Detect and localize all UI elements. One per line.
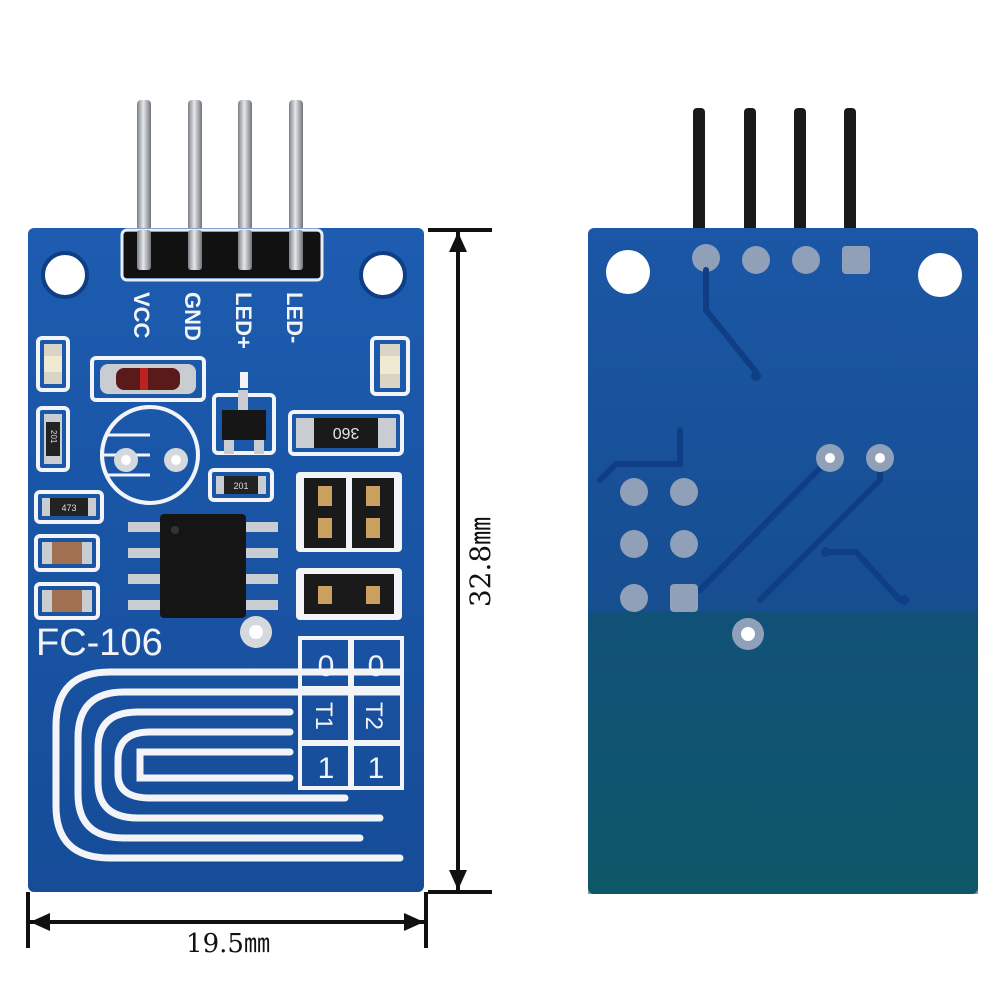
resistor-201-left-label: 201 (49, 430, 58, 444)
resistor-201-left (36, 406, 70, 472)
jumper-t1-one: 1 (318, 752, 335, 785)
resistor-360 (288, 410, 404, 456)
jumper-t1-zero: 0 (318, 650, 335, 683)
resistor-201-mid (208, 468, 274, 502)
dimension-height: 32.8㎜ (428, 228, 497, 894)
resistor-473 (34, 490, 104, 524)
mount-hole-front-left (41, 251, 89, 299)
model-label: FC-106 (36, 622, 163, 664)
jumper-t1-label: T1 (310, 702, 337, 730)
sensor-circle (100, 405, 200, 505)
mount-hole-back-left (606, 250, 650, 294)
ic-soic8 (128, 514, 278, 618)
header-pins-front (137, 100, 303, 260)
resistor-360-label: 360 (333, 424, 360, 441)
pin-label-vcc: VCC (129, 292, 154, 339)
dimension-width: 19.5㎜ (26, 892, 428, 959)
resistor-473-label: 473 (61, 503, 76, 513)
mount-hole-front-right (359, 251, 407, 299)
front-board: VCC GND LED+ LED- 201 (28, 100, 424, 892)
mount-hole-back-right (918, 253, 962, 297)
dimension-width-label: 19.5㎜ (186, 929, 270, 959)
pin-label-gnd: GND (180, 292, 205, 341)
back-header-pads (692, 244, 870, 274)
header-pins-back (693, 108, 856, 248)
pin-header-housing (122, 232, 322, 278)
jumper-label-grid (298, 636, 404, 790)
jumper-t2-one: 1 (368, 752, 385, 785)
touch-pad-pattern (52, 668, 404, 862)
pin-label-led-plus: LED+ (231, 292, 256, 349)
pin-label-led-minus: LED- (282, 292, 307, 343)
jumper-block (296, 472, 402, 620)
smd-led-right (370, 336, 410, 396)
resistor-201-mid-label: 201 (233, 481, 248, 491)
jumper-t2-label: T2 (360, 702, 387, 730)
capacitors-left (34, 534, 100, 620)
smd-led-left (36, 336, 70, 392)
diode (90, 356, 206, 402)
dimension-height-label: 32.8㎜ (464, 517, 497, 607)
back-pads (620, 371, 909, 650)
back-board (588, 108, 978, 894)
jumper-t2-zero: 0 (368, 650, 385, 683)
